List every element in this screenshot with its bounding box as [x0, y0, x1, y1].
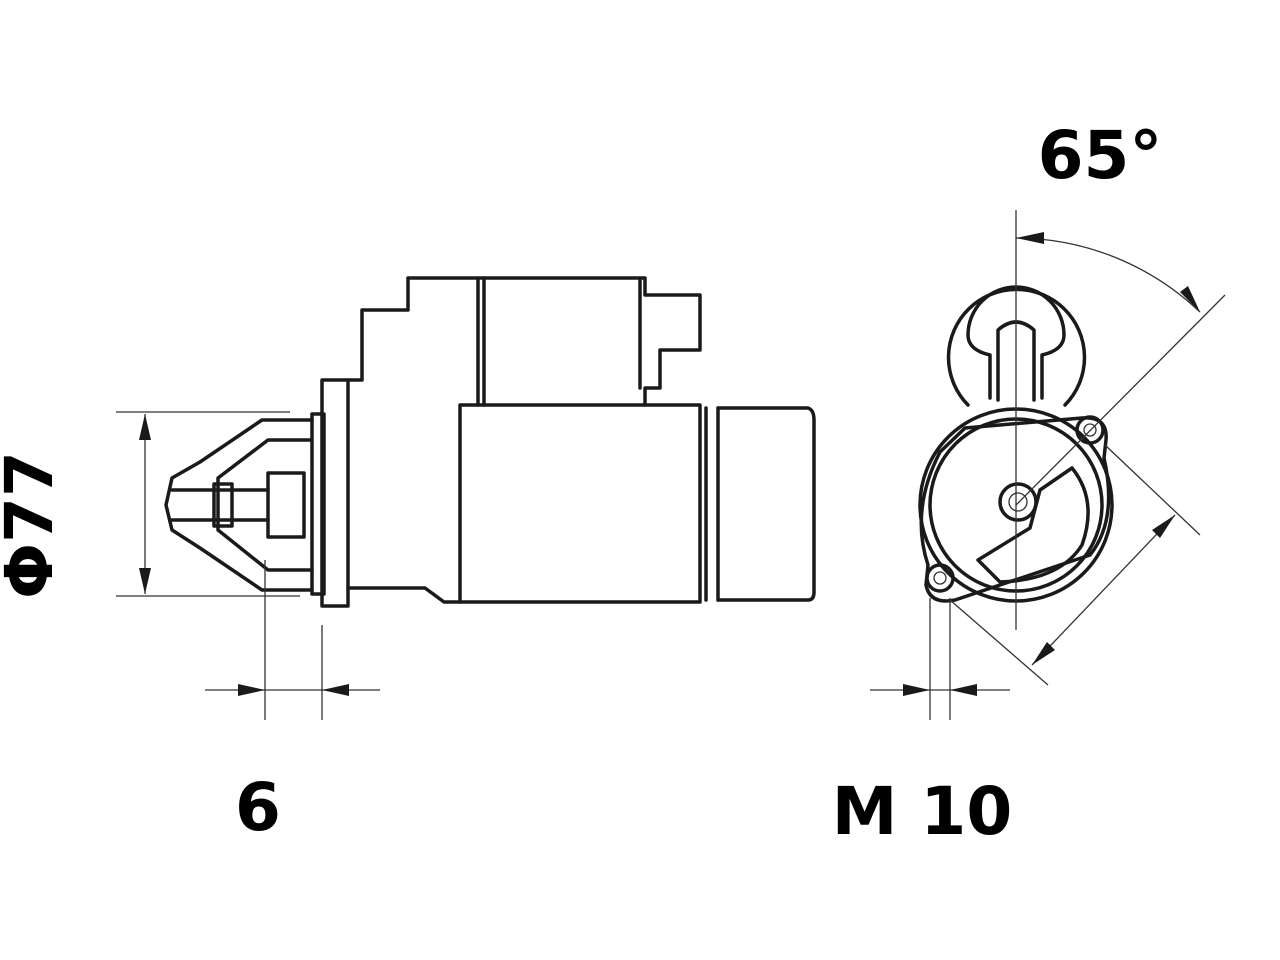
- bolt-hole-top: [1075, 415, 1105, 445]
- arrow-down: [139, 568, 151, 594]
- offset-label: 6: [235, 769, 281, 846]
- drive-end-lower: [346, 586, 462, 604]
- angle-arc: [1015, 237, 1201, 313]
- flange-step: [310, 412, 326, 596]
- diameter-label: Φ77: [0, 451, 68, 599]
- thread-label: M 10: [832, 773, 1013, 850]
- bolt-hole-bottom: [925, 563, 955, 593]
- thread-ext-top: [1104, 444, 1201, 536]
- offset-arrow-left: [238, 684, 265, 696]
- angle-label: 65°: [1038, 117, 1163, 194]
- end-view: [870, 210, 1226, 720]
- angle-arrow-end: [1180, 286, 1200, 312]
- pinion-inner: [216, 438, 314, 572]
- m10-arrow-right: [950, 684, 977, 696]
- angle-ref-line: [1015, 294, 1226, 506]
- pinion-collar: [212, 482, 234, 528]
- arrow-up: [139, 414, 151, 440]
- thread-dim-line: [1031, 514, 1176, 666]
- solenoid-cap: [482, 276, 702, 407]
- shaft-inner: [1008, 492, 1028, 512]
- solenoid-body: [346, 276, 486, 407]
- thread-ext-bottom: [949, 599, 1049, 686]
- pinion-gear: [266, 471, 306, 539]
- shaft-outer: [998, 482, 1038, 522]
- gear-segment: [976, 466, 1090, 584]
- thread-arrow-top: [1152, 515, 1175, 538]
- angle-arrow-start: [1016, 232, 1044, 244]
- side-view: [116, 276, 816, 720]
- bolt-hole-bottom-inner: [933, 571, 947, 585]
- end-cap: [716, 406, 816, 602]
- offset-arrow-right: [322, 684, 349, 696]
- bolt-hole-top-inner: [1083, 423, 1097, 437]
- mounting-flange: [320, 378, 350, 608]
- pinion-housing: [164, 418, 314, 592]
- m10-arrow-left: [903, 684, 930, 696]
- thread-arrow-bottom: [1032, 642, 1055, 665]
- motor-housing: [458, 403, 702, 604]
